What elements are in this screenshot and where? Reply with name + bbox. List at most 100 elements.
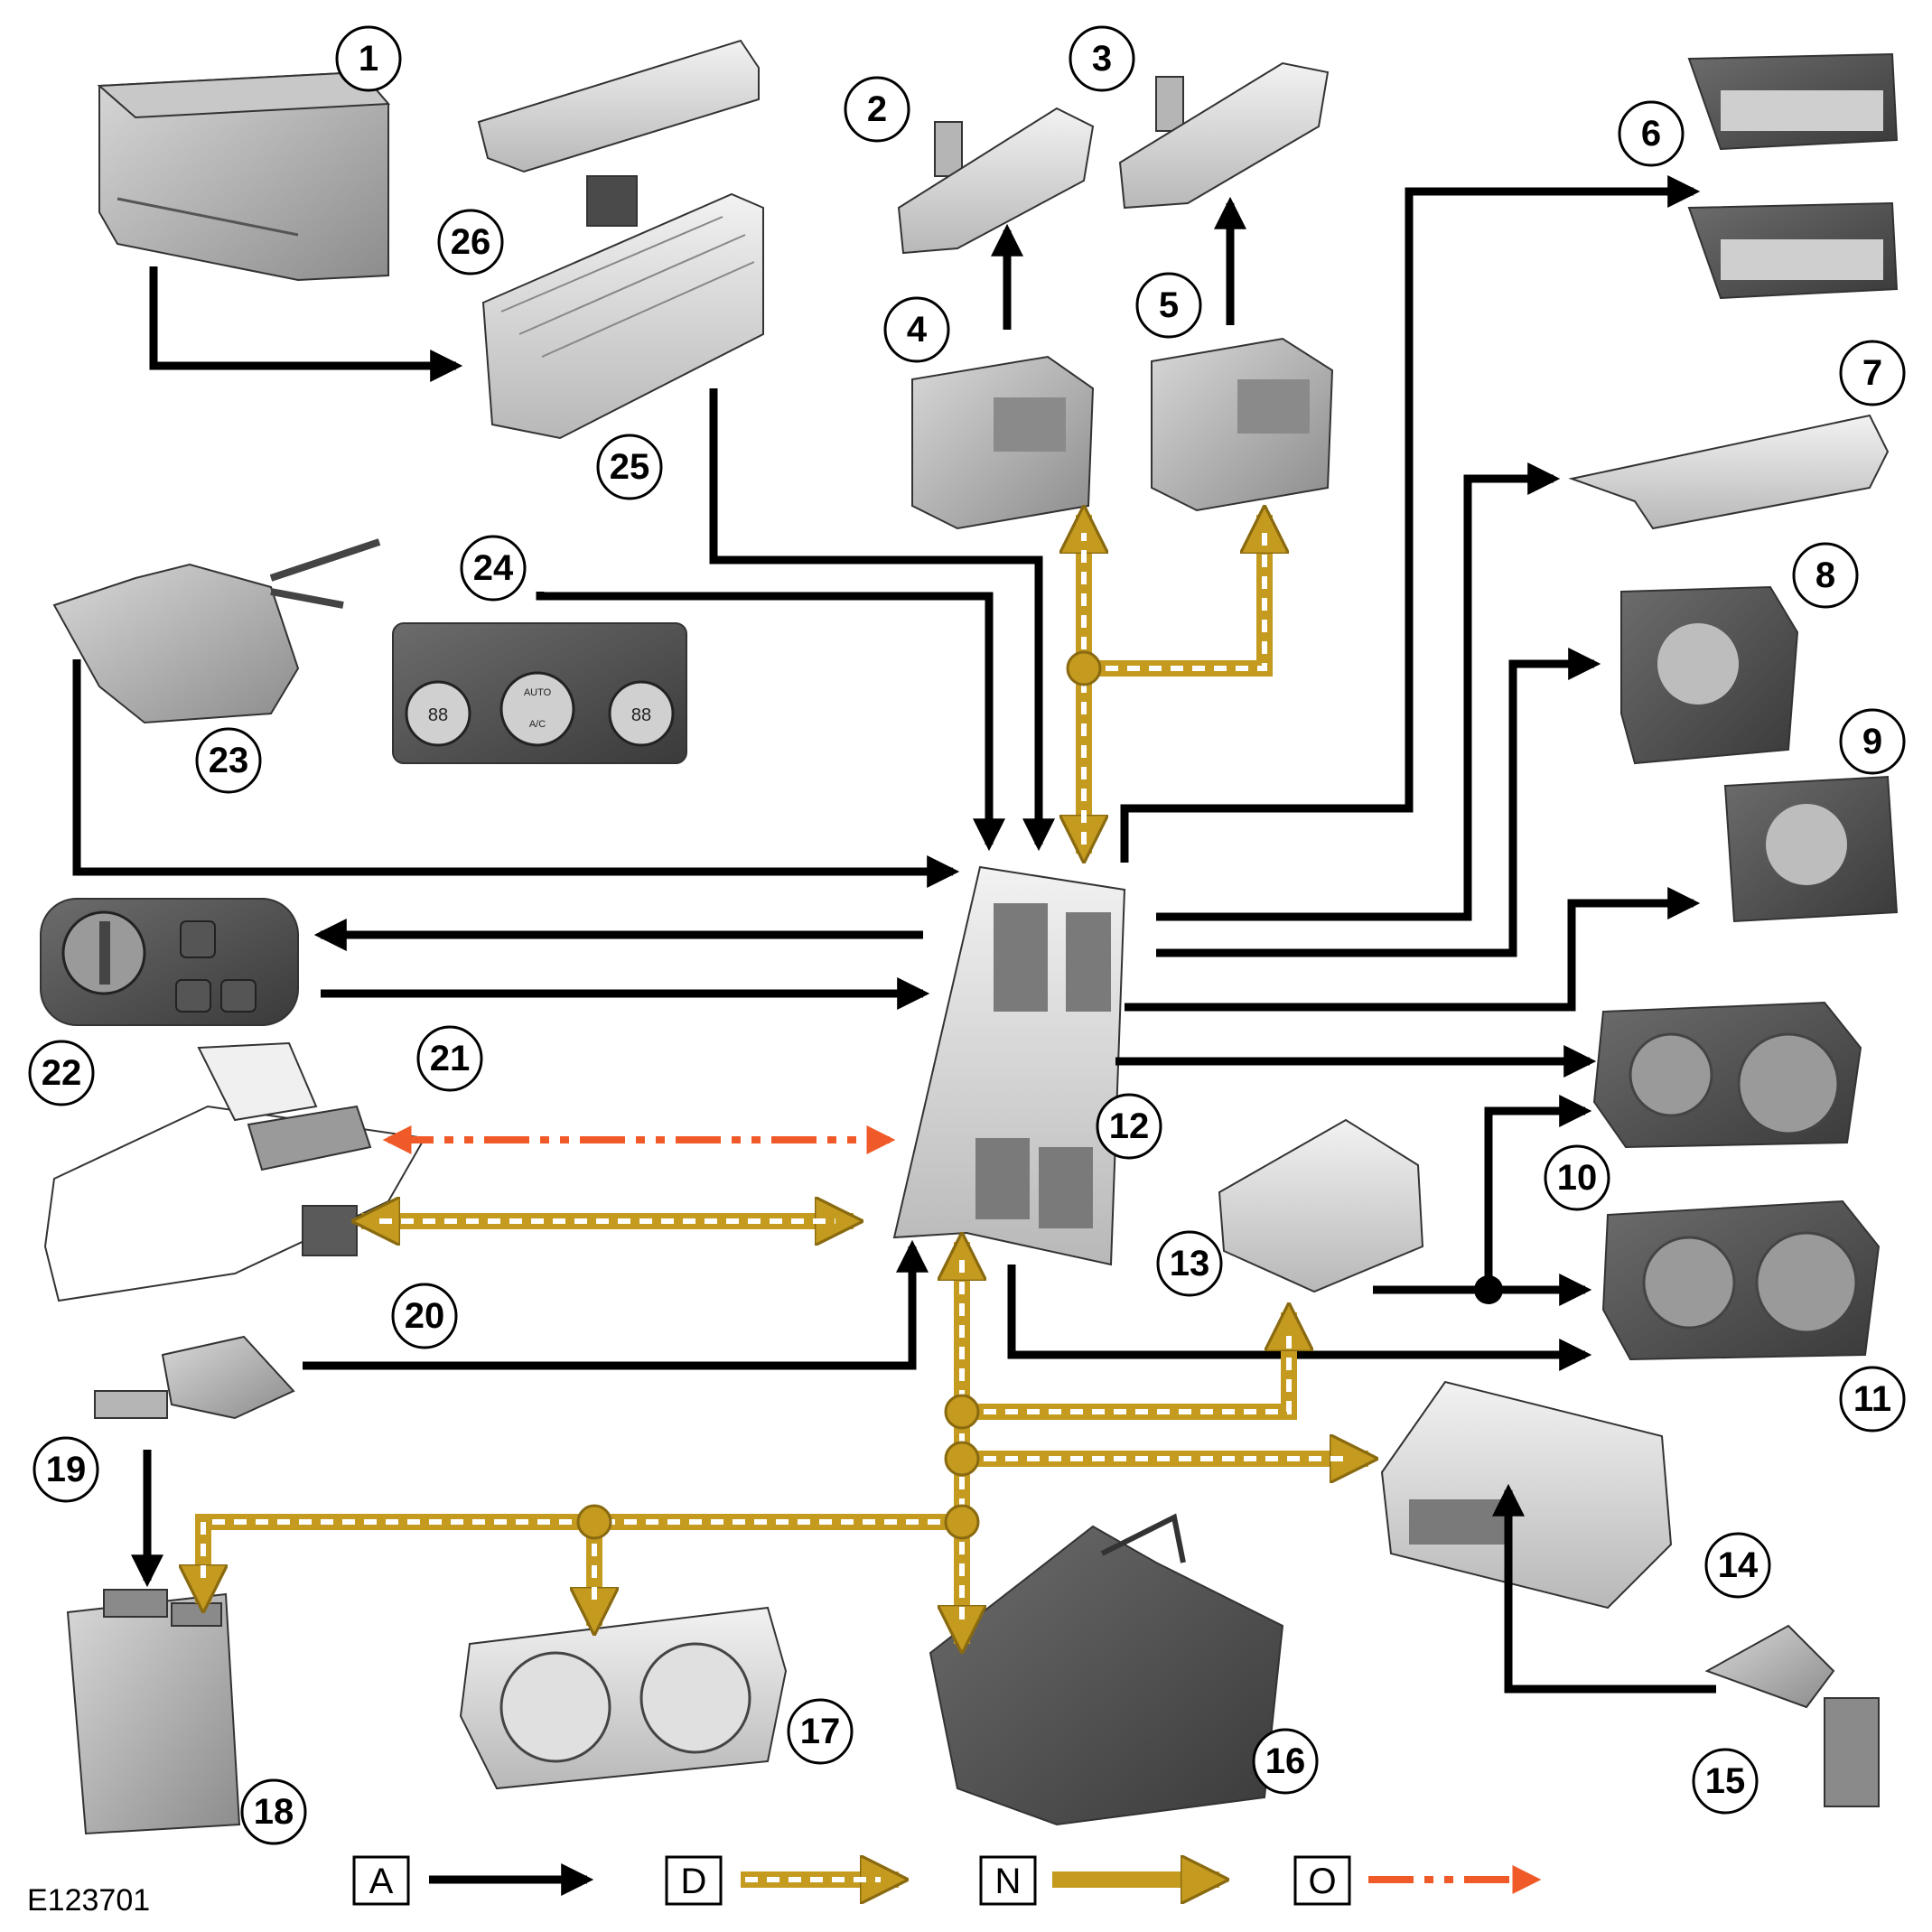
legend-item-o: O (1293, 1855, 1542, 1906)
callout-label: 4 (907, 310, 928, 350)
callout-label: 13 (1170, 1244, 1210, 1283)
component-number-plate-lamp-lower (1687, 201, 1899, 300)
climate-ac-label: A/C (529, 719, 546, 730)
climate-left-temp: 88 (428, 705, 448, 725)
component-door-light-left (897, 107, 1095, 255)
bus-splice (944, 1504, 980, 1540)
callout-7: 7 (1839, 340, 1906, 406)
callout-label: 17 (800, 1712, 841, 1751)
bus-splice (944, 1394, 980, 1430)
callout-label: 14 (1718, 1545, 1759, 1585)
callout-label: 2 (867, 89, 887, 129)
callout-label: 1 (359, 39, 378, 79)
legend-label-n: N (995, 1862, 1022, 1901)
component-central-junction-box (892, 865, 1126, 1266)
component-headlamp-lower (1601, 1199, 1881, 1361)
component-steering-column-switchgear (52, 538, 381, 724)
callout-4: 4 (883, 296, 950, 363)
callout-label: 18 (254, 1792, 294, 1832)
component-module-14 (1380, 1380, 1673, 1610)
callout-label: 22 (42, 1053, 82, 1093)
callout-14: 14 (1704, 1532, 1771, 1599)
component-mirror-connector (302, 1205, 358, 1256)
climate-auto-label: AUTO (524, 687, 552, 698)
callout-label: 21 (430, 1039, 471, 1078)
component-rear-lamp-lower (1723, 775, 1899, 923)
callout-25: 25 (596, 434, 663, 500)
callout-label: 19 (46, 1450, 87, 1489)
legend-item-d: D (665, 1857, 899, 1906)
component-lighting-switch (40, 898, 299, 1026)
callout-label: 24 (473, 548, 514, 588)
callout-label: 20 (405, 1296, 445, 1336)
callout-16: 16 (1252, 1728, 1319, 1795)
callout-label: 25 (610, 447, 650, 487)
callout-12: 12 (1096, 1093, 1162, 1160)
callout-label: 3 (1092, 39, 1112, 79)
callout-8: 8 (1792, 542, 1859, 609)
callout-label: 7 (1862, 353, 1882, 393)
legend-item-a: A (352, 1855, 594, 1906)
callout-10: 10 (1544, 1144, 1610, 1211)
component-transmission-valve-body (929, 1513, 1284, 1826)
component-sensor-15 (1704, 1624, 1880, 1807)
bus-connections (203, 515, 1368, 1644)
climate-right-temp: 88 (631, 705, 651, 725)
callout-18: 18 (240, 1778, 307, 1845)
component-headlamp-leveling-module (1218, 1118, 1424, 1293)
callout-label: 8 (1815, 555, 1835, 595)
callout-17: 17 (787, 1698, 854, 1765)
component-battery (97, 70, 391, 282)
callout-22: 22 (28, 1040, 95, 1106)
callout-19: 19 (33, 1436, 99, 1503)
component-rear-lamp-upper (1620, 585, 1799, 765)
legend: A D N O (352, 1855, 1542, 1906)
callout-15: 15 (1692, 1748, 1759, 1815)
callout-label: 9 (1862, 722, 1882, 761)
callout-label: 15 (1705, 1761, 1746, 1801)
bus-splice (944, 1441, 980, 1477)
component-climate-control-panel: 88 88 AUTO A/C (392, 622, 687, 764)
callout-24: 24 (460, 535, 527, 602)
component-door-light-right (1118, 61, 1330, 210)
callout-2: 2 (844, 76, 910, 143)
component-door-module-right (1151, 337, 1334, 512)
component-fuse-box-cover (477, 39, 760, 173)
component-rain-light-sensor (247, 1105, 372, 1171)
callout-6: 6 (1618, 100, 1685, 167)
component-high-mounted-stop-lamp (1568, 414, 1890, 530)
callout-label: 23 (209, 741, 249, 780)
callout-3: 3 (1069, 25, 1135, 92)
component-fuse-box (481, 192, 764, 440)
component-number-plate-lamp-upper (1687, 52, 1899, 151)
callout-label: 5 (1159, 285, 1179, 325)
callout-label: 16 (1265, 1741, 1306, 1781)
component-brake-switch (94, 1335, 295, 1420)
callout-5: 5 (1135, 272, 1202, 339)
component-headlamp-upper (1592, 1001, 1862, 1149)
bus-splice (1066, 650, 1102, 686)
callout-20: 20 (391, 1283, 458, 1349)
legend-label-a: A (369, 1862, 394, 1901)
bus-splice (576, 1504, 612, 1540)
callout-11: 11 (1839, 1366, 1906, 1433)
callout-21: 21 (416, 1025, 483, 1092)
hardwire-connections (72, 175, 1716, 1694)
component-instrument-cluster (459, 1606, 788, 1790)
legend-item-n: N (979, 1857, 1219, 1906)
component-engine-control-module (66, 1589, 241, 1835)
callout-23: 23 (195, 727, 262, 794)
callout-label: 6 (1641, 114, 1661, 154)
callout-label: 12 (1109, 1106, 1150, 1146)
callout-label: 10 (1557, 1158, 1598, 1198)
callout-label: 11 (1853, 1379, 1891, 1419)
component-rear-view-mirror (43, 1041, 426, 1302)
splice-point (1474, 1275, 1503, 1304)
legend-label-d: D (681, 1862, 707, 1901)
legend-label-o: O (1308, 1862, 1336, 1901)
component-relay (586, 175, 638, 227)
callout-13: 13 (1156, 1230, 1223, 1297)
callout-label: 26 (451, 222, 491, 262)
figure-id: E123701 (27, 1883, 150, 1918)
